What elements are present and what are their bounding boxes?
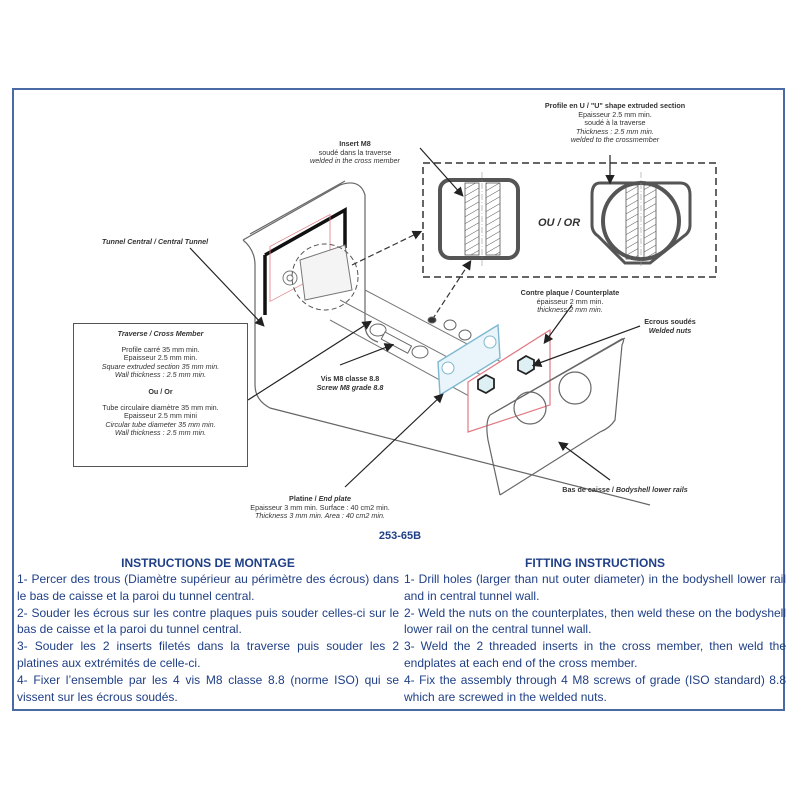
label-screw-fr: Vis M8 classe 8.8	[320, 374, 380, 383]
cross-member-spec-box: Traverse / Cross Member Profile carré 35…	[73, 323, 248, 467]
instructions-french: INSTRUCTIONS DE MONTAGE 1- Percer des tr…	[17, 555, 399, 705]
label-lower-rails: Bas de caisse / Bodyshell lower rails	[540, 485, 710, 495]
instruction-step: 4- Fixer l’ensemble par les 4 vis M8 cla…	[17, 672, 399, 704]
spec-line: Circular tube diameter 35 mm min.	[105, 419, 216, 429]
bodyshell-lower-rail	[486, 337, 626, 496]
detail-leader-2	[431, 259, 472, 321]
section-detail-box	[422, 162, 717, 278]
welded-nuts	[477, 354, 535, 395]
label-screw-en: Screw M8 grade 8.8	[316, 382, 384, 392]
label-line: soudé à la traverse	[584, 118, 646, 128]
label-counterplate: Contre plaque / Counterplate épaisseur 2…	[505, 288, 635, 315]
label-welded-nuts-title: Ecrous soudés	[644, 317, 696, 326]
instruction-step: 2- Souder les écrous sur les contre plaq…	[17, 605, 399, 637]
spec-line: Epaisseur 2.5 mm mini	[123, 411, 198, 421]
square-spec: Profile carré 35 mm min. Epaisseur 2.5 m…	[74, 344, 247, 380]
label-line: welded to the crossmember	[570, 135, 660, 145]
label-line: Epaisseur 3 mm min. Surface : 40 cm2 min…	[250, 502, 390, 512]
round-section-detail	[590, 172, 692, 268]
instruction-step: 2- Weld the nuts on the counterplates, t…	[404, 605, 786, 637]
cross-member-title: Traverse / Cross Member	[74, 329, 247, 339]
label-screw: Vis M8 classe 8.8 Screw M8 grade 8.8	[295, 374, 405, 392]
assembly-diagram	[189, 147, 717, 506]
spec-line: Tube circulaire diamètre 35 mm min.	[102, 402, 219, 412]
label-line: soudé dans la traverse	[318, 147, 392, 157]
label-profile-u: Profile en U / "U" shape extruded sectio…	[515, 101, 715, 145]
or-label: Ou / Or	[148, 386, 173, 396]
label-end-plate-en: End plate	[318, 494, 351, 503]
label-lower-rails-fr: Bas de caisse /	[562, 485, 616, 494]
tunnel-counterplate	[269, 213, 331, 303]
instructions-french-title: INSTRUCTIONS DE MONTAGE	[121, 556, 295, 570]
label-line: Epaisseur 2.5 mm min.	[578, 109, 652, 119]
label-welded-nuts-subtitle: Welded nuts	[648, 325, 692, 335]
label-lower-rails-en: Bodyshell lower rails	[615, 485, 688, 494]
or-separator: Ou / Or	[74, 386, 247, 397]
instruction-step: 1- Percer des trous (Diamètre supérieur …	[17, 572, 399, 603]
tube-spec: Tube circulaire diamètre 35 mm min. Epai…	[74, 402, 247, 438]
label-profile-u-title: Profile en U / "U" shape extruded sectio…	[544, 101, 686, 110]
label-central-tunnel-text: Tunnel Central / Central Tunnel	[101, 237, 209, 246]
instruction-step: 3- Weld the 2 threaded inserts in the cr…	[404, 639, 786, 670]
label-line: épaisseur 2 mm min.	[536, 296, 604, 306]
detail-leader	[351, 230, 423, 266]
label-central-tunnel: Tunnel Central / Central Tunnel	[85, 237, 225, 247]
square-section-detail	[438, 172, 520, 268]
label-line: Thickness 3 mm min. Area : 40 cm2 min.	[255, 511, 385, 521]
spec-line: Wall thickness : 2.5 mm min.	[114, 428, 207, 438]
label-end-plate: Platine / End plate Epaisseur 3 mm min. …	[220, 494, 420, 521]
instructions-english: FITTING INSTRUCTIONS 1- Drill holes (lar…	[404, 555, 786, 705]
counterplate	[467, 328, 551, 433]
label-end-plate-fr: Platine /	[289, 494, 319, 503]
label-line: Thickness : 2.5 mm min.	[576, 126, 654, 136]
instruction-step: 4- Fix the assembly through 4 M8 screws …	[404, 672, 786, 704]
spec-line: Wall thickness : 2.5 mm min.	[114, 370, 207, 380]
detail-circle	[291, 243, 359, 311]
instruction-step: 3- Souder les 2 inserts filetés dans la …	[17, 639, 399, 670]
label-line: thickness 2 mm min.	[537, 305, 603, 315]
label-insert-title: Insert M8	[339, 139, 371, 148]
spec-line: Profile carré 35 mm min.	[121, 344, 200, 354]
leader-arrows	[189, 147, 641, 488]
end-plate	[437, 323, 501, 397]
instructions-english-title: FITTING INSTRUCTIONS	[525, 556, 665, 570]
central-tunnel-wall	[242, 180, 651, 506]
instruction-step: 1- Drill holes (larger than nut outer di…	[404, 572, 786, 603]
label-counterplate-title: Contre plaque / Counterplate	[520, 288, 620, 297]
tunnel-weld-outline	[264, 207, 347, 257]
spec-line: Square extruded section 35 mm min.	[101, 361, 220, 371]
spec-line: Epaisseur 2.5 mm min.	[123, 353, 198, 363]
label-insert-m8: Insert M8 soudé dans la traverse welded …	[290, 139, 420, 166]
label-welded-nuts: Ecrous soudés Welded nuts	[635, 317, 705, 335]
label-ou-or: OU / OR	[538, 217, 581, 229]
cross-member	[282, 244, 521, 403]
m8-screw	[369, 316, 472, 359]
label-line: welded in the cross member	[310, 156, 400, 166]
reference-number: 253-65B	[378, 530, 422, 542]
cross-member-title-text: Traverse / Cross Member	[117, 329, 204, 338]
